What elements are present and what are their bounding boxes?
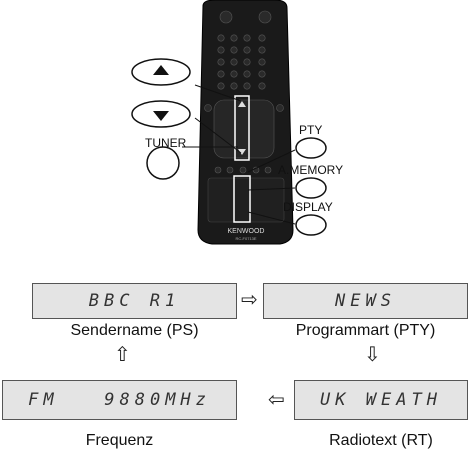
arrow-left-icon: ⇦ <box>268 389 285 411</box>
cursor-highlight-box <box>234 95 250 161</box>
ps-display: BBC R1 <box>32 283 237 319</box>
amemory-label: A.MEMORY <box>278 163 344 177</box>
remote-control-illustration: KENWOOD RC-F0713E <box>131 0 327 245</box>
rt-display-text: UK WEATH <box>320 390 442 410</box>
amemory-button <box>295 177 327 199</box>
cursor-down-key <box>238 149 246 155</box>
up-callout-line <box>194 84 242 102</box>
display-label: DISPLAY <box>283 200 333 214</box>
pty-callout-line <box>247 149 296 173</box>
pty-display: NEWS <box>263 283 468 319</box>
tuner-button <box>146 146 180 180</box>
display-button <box>295 214 327 236</box>
transport-keys <box>207 177 285 223</box>
remote-model: RC-F0713E <box>235 236 256 241</box>
ps-caption: Sendername (PS) <box>70 322 199 339</box>
tuner-label: TUNER <box>145 136 187 150</box>
arrow-down-icon: ⇩ <box>364 344 381 366</box>
freq-display-text: FM 9880MHz <box>28 390 211 410</box>
freq-display: FM 9880MHz <box>2 380 237 420</box>
standby-key <box>219 10 233 24</box>
remote-brand: KENWOOD <box>228 228 265 235</box>
rt-caption: Radiotext (RT) <box>329 432 433 449</box>
pty-caption: Programmart (PTY) <box>295 322 436 339</box>
rt-display: UK WEATH <box>294 380 468 420</box>
numeric-keypad <box>217 34 266 90</box>
pty-display-text: NEWS <box>335 291 396 311</box>
open-key <box>258 10 272 24</box>
pty-label: PTY <box>299 123 323 137</box>
rds-highlight-box <box>233 175 251 223</box>
function-keys <box>214 166 272 174</box>
arrow-up-icon: ⇧ <box>114 344 131 366</box>
pty-button <box>295 137 327 159</box>
freq-caption: Frequenz <box>85 432 154 449</box>
cursor-up-key <box>238 101 246 107</box>
display-callout-line <box>247 211 296 225</box>
amemory-callout-line <box>247 187 296 191</box>
ps-display-text: BBC R1 <box>88 291 181 311</box>
arrow-right-icon: ⇨ <box>241 289 258 311</box>
